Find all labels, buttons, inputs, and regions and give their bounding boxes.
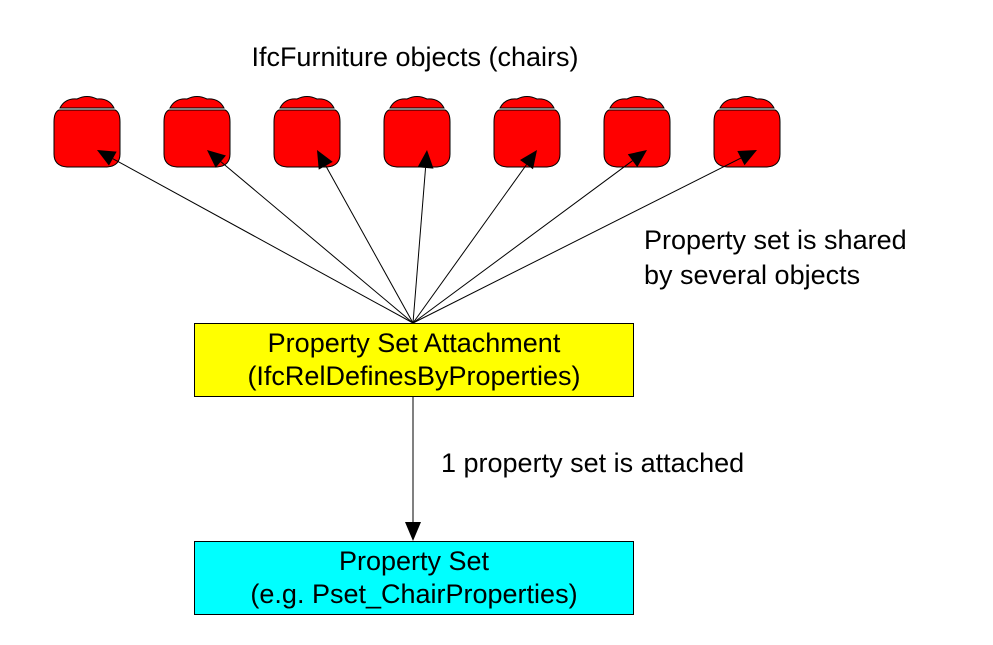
connector-line (412, 164, 527, 324)
arrowhead-icon (737, 150, 757, 166)
chair-icon (383, 96, 451, 168)
shared-note-line-1: Property set is shared (644, 225, 907, 255)
chair-icon (493, 96, 561, 168)
property-set-attachment-box: Property Set Attachment (IfcRelDefinesBy… (194, 323, 634, 397)
arrowhead-icon (97, 150, 117, 166)
pset-box-line-1: Property Set (338, 546, 490, 576)
attachment-box-line-1: Property Set Attachment (267, 328, 561, 358)
connector-line (112, 158, 414, 324)
diagram-title: IfcFurniture objects (chairs) (251, 42, 579, 72)
chair-icon (273, 96, 341, 168)
connector-line (412, 157, 742, 324)
arrowhead-icon (417, 150, 434, 169)
connector-line (325, 165, 414, 324)
arrowhead-icon (207, 150, 226, 168)
arrowhead-icon (627, 150, 647, 168)
shared-note: Property set is shared by several object… (644, 223, 907, 293)
arrowhead-icon (317, 150, 333, 170)
attached-note: 1 property set is attached (441, 448, 745, 478)
connector-line (220, 161, 414, 324)
property-set-box: Property Set (e.g. Pset_ChairProperties) (194, 541, 634, 615)
attachment-box-line-2: (IfcRelDefinesByProperties) (247, 361, 581, 391)
pset-box-line-2: (e.g. Pset_ChairProperties) (250, 579, 578, 609)
connector-line (412, 167, 427, 324)
chair-icon (713, 96, 781, 168)
shared-note-line-2: by several objects (644, 260, 861, 290)
arrowhead-icon (405, 522, 421, 541)
chair-icon (603, 96, 671, 168)
connector-lines (97, 150, 757, 541)
arrowhead-icon (520, 150, 537, 170)
connector-line (412, 160, 633, 324)
chairs-group (53, 96, 781, 168)
